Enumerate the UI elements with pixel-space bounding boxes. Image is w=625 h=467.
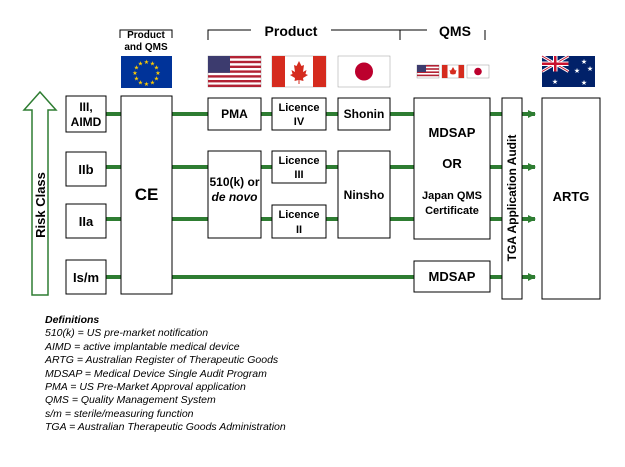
eu-header-label-line2: and QMS [124,42,168,53]
ninsho-label: Ninsho [344,188,385,202]
eu-header-label-line1: Product [127,30,165,41]
risk-class-box-iia: IIa [65,203,107,239]
svg-text:★: ★ [150,80,155,87]
risk-class-arrow: Risk Class [22,90,58,296]
tga-audit-label: TGA Application Audit [505,135,519,262]
svg-text:★: ★ [138,80,143,87]
definition-item: 510(k) = US pre-market notification [45,327,209,340]
pma-box: PMA [207,97,262,131]
definition-item: QMS = Quality Management System [45,394,216,407]
shonin-box: Shonin [337,97,391,131]
qms-header-bracket [400,29,486,40]
ce-box: CE [120,95,173,295]
licence-iii-label-2: III [294,169,303,181]
mdsap-top-label: MDSAP [429,125,476,140]
risk-class-label: Risk Class [33,172,48,238]
artg-box: ARTG [541,97,601,300]
svg-text:★: ★ [134,76,139,83]
mdsap-japan-qms-box: MDSAP OR Japan QMS Certificate [413,97,491,240]
svg-text:★: ★ [581,58,587,66]
definition-item: ARTG = Australian Register of Therapeuti… [45,354,279,367]
svg-text:★: ★ [587,65,593,73]
risk-class-ism: Is/m [73,270,99,285]
mdsap-bottom-box: MDSAP [413,260,491,293]
tga-audit-box: TGA Application Audit [501,97,523,300]
definition-item: s/m = sterile/measuring function [45,407,194,420]
qms-header-label: QMS [439,23,471,39]
svg-text:★: ★ [150,61,155,68]
svg-text:★: ★ [574,67,580,75]
shonin-label: Shonin [344,107,385,121]
licence-iii-label-1: Licence [279,155,320,167]
licence-iv-label-1: Licence [279,102,320,114]
mdsap-bottom-label: MDSAP [429,269,476,284]
svg-text:★: ★ [144,59,149,66]
510k-box: 510(k) or de novo [207,150,262,239]
svg-text:★: ★ [132,70,137,77]
licence-iii-box: Licence III [271,150,327,184]
mdsap-flags-icon [416,64,490,79]
risk-class-aimd: AIMD [71,115,102,129]
ce-mark: CE [135,185,159,204]
licence-iv-box: Licence IV [271,97,327,131]
risk-class-iib: IIb [78,162,93,177]
licence-ii-box: Licence II [271,204,327,239]
svg-text:★: ★ [144,81,149,88]
australia-flag-icon: ★ ★ ★ ★ ★ [541,54,595,87]
510k-label: 510(k) or [209,175,259,189]
svg-text:★: ★ [581,79,587,87]
risk-class-box-iii-aimd: III, AIMD [65,95,107,133]
risk-class-box-ism: Is/m [65,259,107,295]
regulatory-pathway-diagram: Product and QMS Product QMS ★★★ ★★★ ★★★ … [22,23,601,300]
canada-flag-icon [271,55,327,88]
us-flag-icon [207,55,262,88]
or-label: OR [442,156,462,171]
licence-ii-label-2: II [296,224,302,236]
svg-text:★: ★ [138,61,143,68]
japan-qms-label-2: Certificate [425,205,479,217]
pma-label: PMA [221,107,248,121]
product-header-label: Product [265,23,318,39]
japan-qms-label-1: Japan QMS [422,190,482,202]
eu-flag-icon: ★★★ ★★★ ★★★ ★★★ [121,56,172,88]
definitions-title: Definitions [45,314,100,326]
risk-class-iii: III, [79,100,92,114]
definition-item: MDSAP = Medical Device Single Audit Prog… [45,367,267,380]
licence-ii-label-1: Licence [279,209,320,221]
definitions-section: Definitions 510(k) = US pre-market notif… [45,314,605,435]
svg-text:★: ★ [134,65,139,72]
definition-item: TGA = Australian Therapeutic Goods Admin… [45,421,286,434]
risk-class-iia: IIa [79,214,94,229]
risk-class-box-iib: IIb [65,151,107,187]
svg-text:★: ★ [154,65,159,72]
de-novo-label: de novo [211,190,257,204]
svg-text:★: ★ [154,76,159,83]
svg-text:★: ★ [155,70,160,77]
eu-header-bracket [119,29,173,38]
svg-text:★: ★ [552,78,558,86]
licence-iv-label-2: IV [294,116,305,128]
japan-flag-icon [337,55,391,88]
artg-label: ARTG [553,189,590,204]
ninsho-box: Ninsho [337,150,391,239]
definition-item: PMA = US Pre-Market Approval application [45,381,246,394]
definition-item: AIMD = active implantable medical device [45,340,240,353]
